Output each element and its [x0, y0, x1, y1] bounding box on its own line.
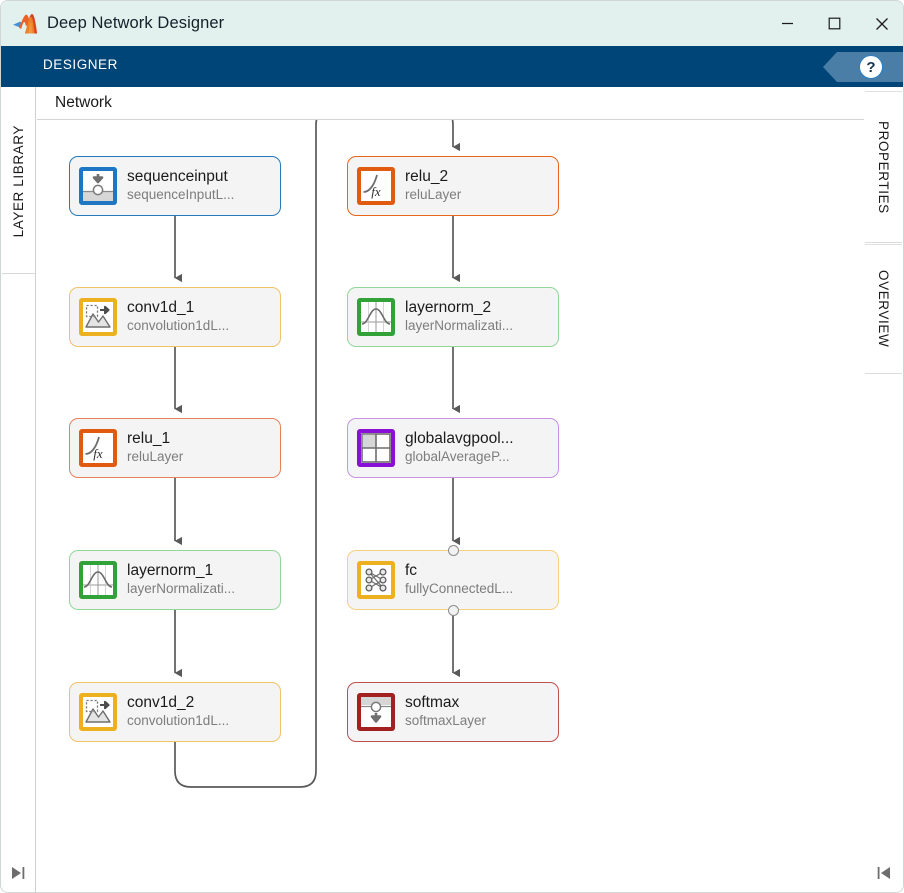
relu-fx-icon: fx: [79, 429, 117, 467]
layer-node-name: conv1d_2: [127, 694, 195, 712]
sidebar-item-layer-library[interactable]: LAYER LIBRARY: [2, 89, 35, 274]
layer-node-type: layerNormalizati...: [127, 581, 236, 597]
layer-node-name: layernorm_1: [127, 562, 214, 580]
svg-text:fx: fx: [93, 446, 103, 461]
layer-node-name: globalavgpool...: [405, 430, 514, 448]
close-icon[interactable]: [858, 1, 903, 46]
properties-label: PROPERTIES: [876, 120, 891, 214]
matlab-membrane-icon: [12, 12, 38, 36]
document-tabbar: Network: [37, 87, 864, 120]
layer-node-name: layernorm_2: [405, 299, 492, 317]
svg-text:fx: fx: [371, 184, 381, 199]
minimize-icon[interactable]: [764, 1, 811, 46]
relu-fx-icon: fx: [357, 167, 395, 205]
window-titlebar: Deep Network Designer: [1, 1, 903, 46]
sequence-input-icon: [79, 167, 117, 205]
layer-node-type: softmaxLayer: [405, 713, 487, 729]
connection-port-in[interactable]: [447, 545, 459, 556]
layer-node-name: fc: [405, 562, 418, 580]
edge-layer: [174, 120, 460, 788]
expand-left-icon[interactable]: [874, 865, 892, 881]
tab-network[interactable]: Network: [55, 94, 112, 111]
help-question-icon[interactable]: ?: [859, 55, 883, 79]
connection-port-out[interactable]: [447, 605, 459, 616]
layer-node-name: softmax: [405, 694, 460, 712]
layer-node-type: sequenceInputL...: [127, 187, 235, 203]
window-title: Deep Network Designer: [47, 14, 225, 32]
sidebar-item-properties[interactable]: PROPERTIES: [865, 91, 902, 243]
layer-node-type: convolution1dL...: [127, 713, 230, 729]
sidebar-item-overview[interactable]: OVERVIEW: [865, 244, 902, 374]
toolstrip: DESIGNER ?: [1, 46, 903, 87]
layer-node-globalavgpool[interactable]: globalavgpool...globalAverageP...: [347, 418, 559, 478]
layer-normalization-icon: [79, 561, 117, 599]
layer-node-type: layerNormalizati...: [405, 318, 514, 334]
layer-node-type: convolution1dL...: [127, 318, 230, 334]
layer-node-name: relu_2: [405, 168, 449, 186]
layer-node-type: reluLayer: [127, 449, 184, 465]
layer-node-name: relu_1: [127, 430, 171, 448]
maximize-icon[interactable]: [811, 1, 858, 46]
tab-designer[interactable]: DESIGNER: [43, 57, 118, 72]
window-controls: [764, 1, 903, 46]
right-panel-rail: PROPERTIES OVERVIEW: [860, 87, 902, 892]
convolution-1d-icon: [79, 298, 117, 336]
convolution-1d-icon: [79, 693, 117, 731]
layer-normalization-icon: [357, 298, 395, 336]
layer-library-label: LAYER LIBRARY: [11, 124, 26, 238]
layer-node-name: conv1d_1: [127, 299, 195, 317]
layer-node-type: fullyConnectedL...: [405, 581, 514, 597]
global-average-pooling-icon: [357, 429, 395, 467]
layer-node-type: reluLayer: [405, 187, 462, 203]
softmax-icon: [357, 693, 395, 731]
edge-path: [174, 120, 460, 788]
fully-connected-icon: [357, 561, 395, 599]
overview-label: OVERVIEW: [876, 270, 891, 348]
layer-node-type: globalAverageP...: [405, 449, 510, 465]
layer-library-rail: LAYER LIBRARY: [2, 87, 36, 892]
expand-right-icon[interactable]: [10, 865, 28, 881]
help-button[interactable]: ?: [823, 52, 903, 82]
layer-node-name: sequenceinput: [127, 168, 228, 186]
